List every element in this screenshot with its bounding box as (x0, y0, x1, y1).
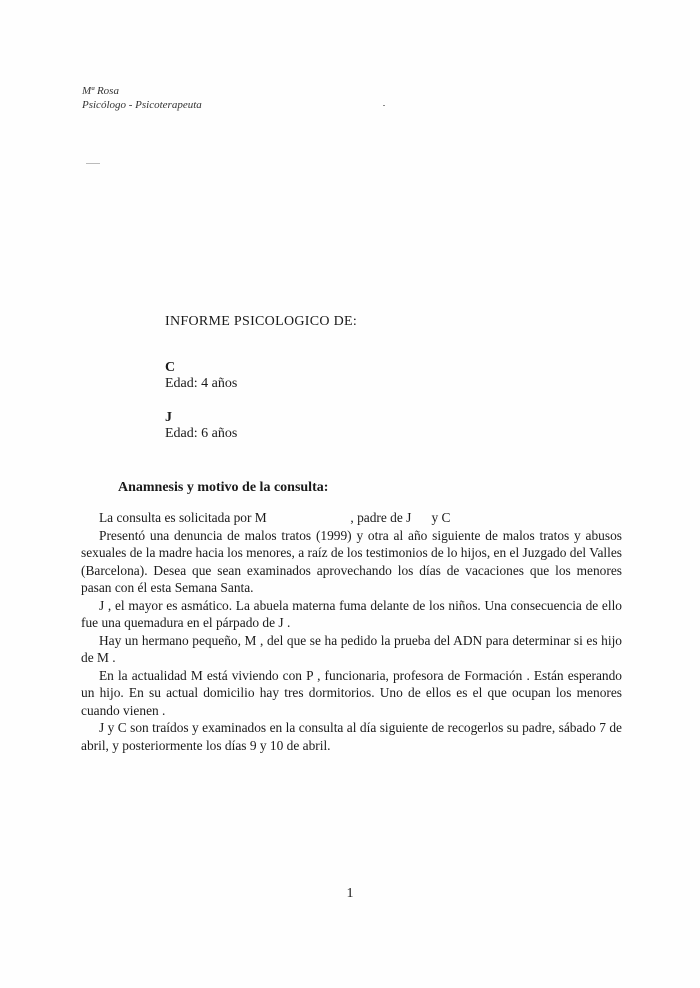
child-initial: J (165, 410, 172, 425)
letterhead-name: Mª Rosa (82, 85, 119, 97)
paragraph: Presentó una denuncia de malos tratos (1… (81, 527, 622, 596)
paragraph: Hay un hermano pequeño, M , del que se h… (81, 632, 622, 666)
paragraph: J , el mayor es asmático. La abuela mate… (81, 597, 622, 631)
paragraph: La consulta es solicitada por M , padre … (99, 510, 451, 525)
paragraph: En la actualidad M está viviendo con P ,… (81, 667, 622, 718)
child-entry: C Edad: 4 años (165, 360, 237, 392)
child-initial: C (165, 360, 176, 375)
section-heading: Anamnesis y motivo de la consulta: (118, 480, 329, 495)
section-body: La consulta es solicitada por M , padre … (81, 509, 622, 754)
letterhead: Mª Rosa Psicólogo - Psicoterapeuta (82, 84, 202, 112)
child-entry: J Edad: 6 años (165, 410, 237, 442)
child-age: Edad: 4 años (165, 376, 238, 391)
paragraph: J y C son traídos y examinados en la con… (81, 720, 622, 753)
child-age: Edad: 6 años (165, 426, 238, 441)
report-title: INFORME PSICOLOGICO DE: (165, 314, 358, 329)
scan-speck (383, 105, 385, 106)
scan-speck (86, 163, 100, 164)
letterhead-profession: Psicólogo - Psicoterapeuta (82, 99, 202, 111)
page-number: 1 (346, 886, 354, 901)
